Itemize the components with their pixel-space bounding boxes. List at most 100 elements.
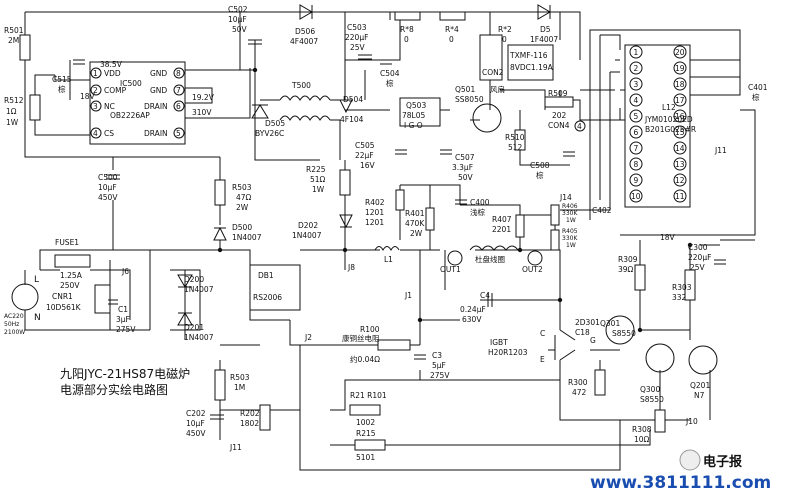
svg-text:470K: 470K — [405, 219, 425, 228]
svg-text:C3: C3 — [432, 351, 442, 360]
l12-pin-19 — [673, 61, 687, 75]
svg-text:472: 472 — [572, 388, 587, 397]
svg-text:L1: L1 — [384, 255, 393, 264]
transistor-Q301 — [605, 315, 635, 345]
resistor-R503-top — [214, 179, 226, 206]
diode-D200 — [177, 274, 193, 288]
svg-text:L: L — [34, 275, 39, 285]
l12-pin-label: 2 — [634, 64, 639, 73]
svg-text:25V: 25V — [350, 43, 366, 52]
svg-text:220μF: 220μF — [345, 33, 368, 42]
ic-IC500 — [89, 61, 186, 145]
svg-text:G: G — [590, 336, 596, 345]
l12-pin-7 — [629, 141, 643, 155]
svg-text:D506: D506 — [295, 27, 315, 36]
svg-text:康铜丝电阻: 康铜丝电阻 — [342, 333, 380, 343]
svg-text:202: 202 — [552, 111, 567, 120]
svg-text:0: 0 — [449, 35, 454, 44]
svg-text:CON2: CON2 — [482, 68, 504, 77]
diode-D201 — [177, 312, 193, 326]
svg-text:10μF: 10μF — [186, 419, 205, 428]
resistor-R407 — [515, 214, 525, 238]
svg-text:1Ω: 1Ω — [6, 107, 17, 116]
svg-text:N: N — [34, 313, 41, 323]
svg-text:R510: R510 — [505, 133, 525, 142]
svg-text:C500: C500 — [98, 173, 118, 182]
svg-text:78L05: 78L05 — [402, 111, 425, 120]
l12-pin-16 — [673, 109, 687, 123]
svg-text:1: 1 — [93, 69, 98, 78]
cap-C3 — [414, 354, 426, 360]
svg-text:N7: N7 — [694, 391, 705, 400]
svg-text:R21 R101: R21 R101 — [350, 391, 387, 400]
svg-text:R*4: R*4 — [445, 25, 459, 34]
svg-text:275V: 275V — [430, 371, 450, 380]
svg-text:D504: D504 — [343, 95, 363, 104]
l12-pin-14 — [673, 141, 687, 155]
svg-text:R407: R407 — [492, 215, 512, 224]
svg-text:R303: R303 — [672, 283, 692, 292]
caption-line2: 电源部分实绘电路图 — [60, 382, 168, 397]
svg-text:CS: CS — [104, 129, 114, 138]
svg-text:C508: C508 — [530, 161, 550, 170]
svg-text:D201: D201 — [184, 323, 204, 332]
l12-pin-label: 10 — [631, 192, 641, 201]
svg-text:R300: R300 — [568, 378, 588, 387]
svg-text:1201: 1201 — [365, 208, 384, 217]
diode-D5 — [537, 4, 551, 20]
svg-text:16V: 16V — [360, 161, 376, 170]
svg-text:3: 3 — [93, 102, 98, 111]
l12-pin-1 — [629, 45, 643, 59]
svg-text:220μF: 220μF — [688, 253, 711, 262]
l12-pin-13 — [673, 157, 687, 171]
svg-text:SS8050: SS8050 — [455, 95, 484, 104]
transistor-Q300 — [645, 343, 675, 373]
svg-text:R512: R512 — [4, 96, 24, 105]
terminal-OUT2 — [527, 250, 543, 266]
svg-text:R100: R100 — [360, 325, 380, 334]
l12-pin-label: 12 — [675, 176, 685, 185]
l12-pin-label: 19 — [675, 64, 685, 73]
svg-text:TXMF-116: TXMF-116 — [509, 51, 548, 60]
svg-text:Q301: Q301 — [600, 319, 620, 328]
l12-pin-label: 9 — [634, 176, 639, 185]
svg-text:330K: 330K — [562, 210, 578, 217]
svg-text:5101: 5101 — [356, 453, 375, 462]
resistor-R8 — [394, 11, 421, 21]
l12-pin-label: 5 — [634, 112, 639, 121]
resistor-R402a — [395, 189, 405, 211]
inductor-L1 — [374, 246, 400, 252]
resistor-R406 — [550, 204, 560, 226]
svg-text:J11: J11 — [229, 443, 242, 452]
svg-text:4: 4 — [93, 129, 98, 138]
svg-text:3μF: 3μF — [116, 315, 130, 324]
resistor-R401 — [425, 207, 435, 231]
svg-text:0: 0 — [502, 35, 507, 44]
l12-pin-5 — [629, 109, 643, 123]
svg-text:1802: 1802 — [240, 419, 259, 428]
resistor-R503-bottom — [214, 369, 226, 401]
svg-text:J14: J14 — [559, 193, 572, 202]
svg-text:2201: 2201 — [492, 225, 511, 234]
svg-text:D500: D500 — [232, 223, 252, 232]
l12-pin-label: 3 — [634, 80, 639, 89]
diode-D202 — [339, 214, 353, 229]
svg-text:IGBT: IGBT — [490, 338, 508, 347]
cap-C202 — [210, 414, 224, 420]
svg-text:5μF: 5μF — [432, 361, 446, 370]
diode-D506 — [299, 4, 313, 20]
diode-D504 — [339, 99, 353, 114]
svg-text:C300: C300 — [688, 243, 708, 252]
svg-text:R503: R503 — [230, 373, 250, 382]
svg-text:5: 5 — [176, 129, 181, 138]
svg-text:0.24μF: 0.24μF — [460, 305, 486, 314]
svg-text:C503: C503 — [347, 23, 367, 32]
cap-C1 — [108, 299, 118, 305]
svg-text:J11: J11 — [714, 146, 727, 155]
l12-pin-label: 6 — [634, 128, 639, 137]
svg-text:39Ω: 39Ω — [618, 265, 634, 274]
cap-C500 — [106, 174, 120, 180]
svg-text:Q503: Q503 — [406, 101, 426, 110]
coil-pan — [469, 245, 519, 251]
